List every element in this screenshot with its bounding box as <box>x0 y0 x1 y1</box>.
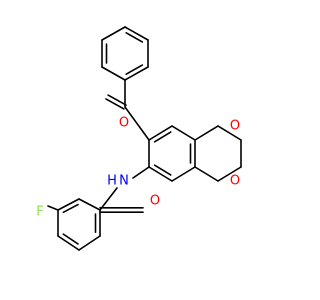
phenyl-ring-bond-2 <box>124 66 149 81</box>
carbonyl-to-ring-bond <box>124 106 150 141</box>
nitrogen-to-amide-carbon-bond <box>99 187 118 211</box>
amide-hydrogen-group: H <box>105 174 119 189</box>
ketone-double-bond-b <box>105 98 125 110</box>
dioxane-bond-ch2-b <box>217 166 242 182</box>
amide-nitrogen-label: N <box>119 174 129 189</box>
fluorophenyl-ring-bond-3 <box>57 235 80 251</box>
carbonyl-oxygen-group: O <box>116 115 132 131</box>
molecule-structure-drawing: O O O N H O F <box>32 26 243 251</box>
dioxane-bond-o1 <box>194 125 219 141</box>
amide-hydrogen-label: H <box>107 174 117 189</box>
ring-oxygen-bottom-label: O <box>230 174 240 189</box>
phenyl-ring-double-bond-0 <box>125 32 144 43</box>
phenyl-ring-bond-0 <box>124 26 149 41</box>
phenyl-ring-double-bond-2 <box>125 64 144 75</box>
atom-label-layer: O O O N H O F <box>32 115 243 220</box>
central-ring-bond-3 <box>171 166 196 182</box>
fluorophenyl-ring-bond-1 <box>57 198 80 211</box>
fluorophenyl-ring-double-bond-3 <box>62 233 79 245</box>
central-ring-double-bond-2 <box>153 164 172 176</box>
ring-oxygen-bottom-group: O <box>227 173 243 189</box>
central-ring-double-bond-0 <box>153 131 172 143</box>
central-ring-bond-5 <box>171 125 196 141</box>
fluorine-label: F <box>36 205 43 220</box>
ring-to-nitrogen-bond <box>132 166 150 179</box>
central-ring-bond-2 <box>148 166 173 182</box>
carbonyl-oxygen-label: O <box>119 116 129 131</box>
amide-oxygen-label: O <box>150 194 160 209</box>
fluorophenyl-ring-bond-0 <box>78 198 101 211</box>
ketone-double-bond-a <box>107 94 127 106</box>
phenyl-ring-bond-3 <box>101 66 126 81</box>
dioxane-bond-ch2-a <box>217 125 242 141</box>
amide-oxygen-group: O <box>147 193 163 209</box>
phenyl-ring-bond-5 <box>101 26 126 41</box>
fluorophenyl-ring-double-bond-1 <box>62 203 79 214</box>
amide-nitrogen-group: N <box>116 173 132 189</box>
central-ring-bond-0 <box>148 125 173 141</box>
ring-oxygen-top-group: O <box>227 118 243 134</box>
bond-layer <box>47 26 242 251</box>
fluorine-group: F <box>32 204 48 220</box>
fluorophenyl-ring-bond-4 <box>78 235 101 251</box>
ring-to-fluorine-bond <box>47 205 59 211</box>
ring-oxygen-top-label: O <box>230 119 240 134</box>
dioxane-bond-o2 <box>194 166 219 182</box>
